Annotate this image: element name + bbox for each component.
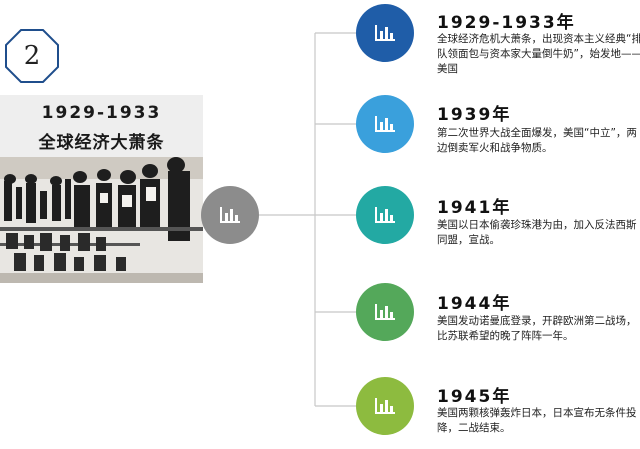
- bar-chart-icon: [375, 207, 395, 223]
- bar-chart-icon: [220, 207, 240, 223]
- event-2-description: 第二次世界大战全面爆发，美国“中立”，两边倒卖军火和战争物质。: [437, 127, 637, 154]
- bar-chart-icon: [375, 304, 395, 320]
- bar-chart-icon: [375, 25, 395, 41]
- event-2-year: 1939年: [437, 105, 512, 125]
- bar-chart-icon: [375, 116, 395, 132]
- bar-chart-icon: [375, 398, 395, 414]
- event-4-description: 美国发动诺曼底登录，开辟欧洲第二战场，比苏联希望的晚了阵阵一年。: [437, 315, 637, 342]
- title-years: 1929-1933: [41, 103, 162, 123]
- event-3-year: 1941年: [437, 198, 512, 218]
- event-4-icon: [356, 283, 414, 341]
- event-1-year: 1929-1933年: [437, 13, 576, 33]
- event-2-icon: [356, 95, 414, 153]
- event-4-year: 1944年: [437, 294, 512, 314]
- hub-chart-icon: [201, 186, 259, 244]
- event-1-icon: [356, 4, 414, 62]
- title-panel: [0, 95, 203, 157]
- event-3-icon: [356, 186, 414, 244]
- event-5-icon: [356, 377, 414, 435]
- event-3-description: 美国以日本偷袭珍珠港为由，加入反法西斯同盟，宣战。: [437, 219, 637, 246]
- section-number-badge: [5, 29, 59, 83]
- event-5-description: 美国两颗核弹轰炸日本，日本宣布无条件投降，二战结束。: [437, 407, 637, 434]
- section-number: 2: [23, 41, 41, 71]
- title-text: 全球经济大萧条: [38, 133, 165, 153]
- event-1-description: 全球经济危机大萧条，出现资本主义经典“排队领面包与资本家大量倒牛奶”，始发地——…: [437, 33, 640, 75]
- event-5-year: 1945年: [437, 387, 512, 407]
- historical-cartoon-image: [0, 157, 203, 283]
